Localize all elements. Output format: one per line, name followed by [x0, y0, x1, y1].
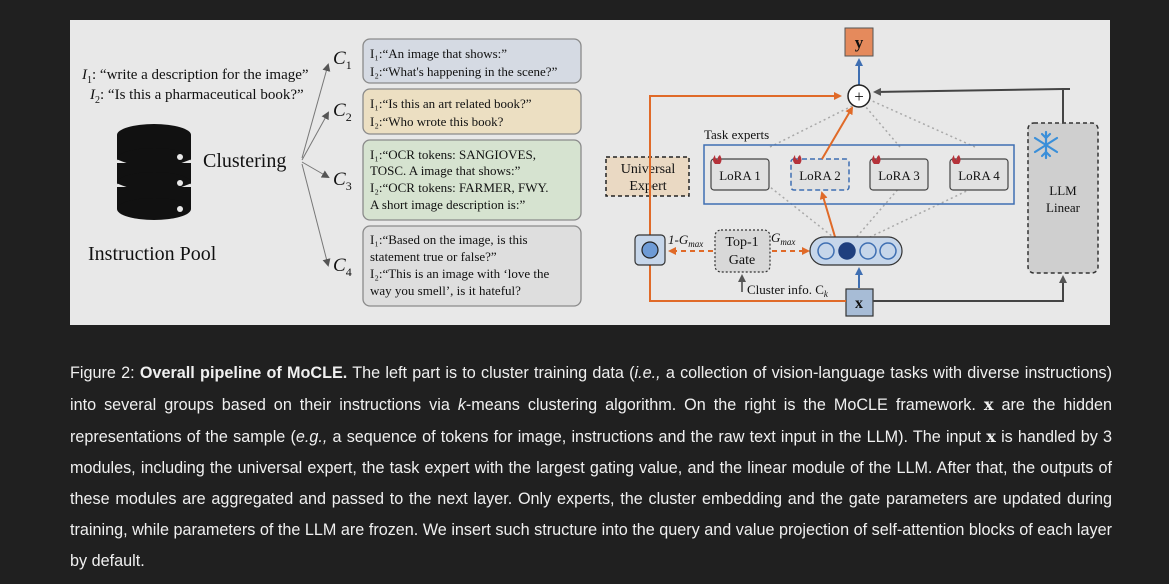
- svg-text:Expert: Expert: [629, 179, 666, 194]
- svg-text:y: y: [855, 33, 864, 52]
- svg-text:Universal: Universal: [621, 162, 676, 177]
- svg-text:A short image description is:”: A short image description is:”: [370, 197, 525, 212]
- cluster-label-c1: C1: [333, 48, 352, 72]
- task-experts-label: Task experts: [704, 127, 769, 142]
- llm-linear-box: LLM Linear: [1027, 122, 1099, 274]
- expert-selector: [809, 236, 903, 266]
- gmax-label: Gmax: [771, 230, 795, 247]
- lora-2-box: LoRA 2: [790, 158, 850, 191]
- svg-text:I₂:“Who wrote this book?: I₂:“Who wrote this book?: [370, 114, 504, 129]
- clustering-label: Clustering: [203, 150, 286, 172]
- universal-weight-node: [634, 234, 666, 266]
- llm-linear-line: [1062, 88, 1070, 123]
- cluster-box-c4: I₁:“Based on the image, is this statemen…: [362, 225, 582, 307]
- pipeline-diagram: I1: “write a description for the image” …: [81, 27, 1099, 317]
- cluster-box-c2: I₁:“Is this an art related book?” I₂:“Wh…: [362, 88, 582, 135]
- cluster-label-c3: C3: [333, 169, 352, 193]
- svg-text:I₁:“OCR tokens: SANGIOVES,: I₁:“OCR tokens: SANGIOVES,: [370, 147, 536, 162]
- svg-text:Top-1: Top-1: [725, 235, 758, 250]
- database-icon: [116, 124, 192, 220]
- input-x-box: x: [845, 288, 874, 317]
- svg-text:x: x: [855, 295, 863, 312]
- sum-node: +: [847, 84, 871, 108]
- cluster-info-label: Cluster info. Ck: [747, 282, 829, 299]
- svg-text:statement true or false?”: statement true or false?”: [370, 249, 497, 264]
- clustering-arrows: [301, 63, 331, 267]
- cluster-labels: C1 C2 C3 C4: [333, 48, 352, 279]
- instruction-pool-label: Instruction Pool: [88, 243, 217, 265]
- lora-4-box: LoRA 4: [949, 158, 1009, 191]
- cluster-label-c2: C2: [333, 100, 352, 124]
- universal-expert-box: Universal Expert: [605, 156, 690, 197]
- cluster-label-c4: C4: [333, 255, 352, 279]
- instruction-example-2: I2: “Is this a pharmaceutical book?”: [89, 87, 304, 106]
- svg-text:+: +: [854, 87, 864, 106]
- llm-linear-to-sum-arrow: [873, 87, 1064, 96]
- caption-title: Overall pipeline of MoCLE.: [139, 364, 348, 382]
- svg-text:TOSC. A image that shows:”: TOSC. A image that shows:”: [370, 163, 521, 178]
- one-minus-gmax-label: 1-Gmax: [668, 232, 703, 249]
- svg-text:LoRA 3: LoRA 3: [878, 168, 920, 183]
- expert-output-lines: [769, 99, 976, 148]
- svg-text:Gate: Gate: [729, 253, 755, 268]
- cluster-box-c1: I₁:“An image that shows:” I₂:“What's hap…: [362, 38, 582, 84]
- svg-text:I₁:“Is this an art related boo: I₁:“Is this an art related book?”: [370, 96, 532, 111]
- svg-text:I₁:“Based on the image, is thi: I₁:“Based on the image, is this: [370, 232, 528, 247]
- lora-3-box: LoRA 3: [869, 158, 929, 191]
- svg-text:way you smell’, is it hateful?: way you smell’, is it hateful?: [370, 283, 521, 298]
- svg-text:LoRA 1: LoRA 1: [719, 168, 761, 183]
- input-routing-lines: [649, 92, 950, 302]
- top1-gate-box: Top-1 Gate: [714, 229, 771, 273]
- svg-text:I₂:“What's happening in the sc: I₂:“What's happening in the scene?”: [370, 64, 558, 79]
- cluster-box-c3: I₁:“OCR tokens: SANGIOVES, TOSC. A image…: [362, 139, 582, 221]
- lora-1-box: LoRA 1: [710, 158, 770, 191]
- svg-text:I₂:“This is an image with ‘lov: I₂:“This is an image with ‘love the: [370, 266, 549, 281]
- svg-text:Linear: Linear: [1046, 200, 1081, 215]
- input-to-llm-arrow: [873, 275, 1067, 302]
- snowflake-icon: [1033, 130, 1059, 160]
- instruction-example-1: I1: “write a description for the image”: [81, 67, 309, 86]
- figure-caption: Figure 2: Overall pipeline of MoCLE. The…: [70, 364, 1112, 570]
- svg-text:LLM: LLM: [1049, 183, 1077, 198]
- svg-text:I₁:“An image that shows:”: I₁:“An image that shows:”: [370, 46, 507, 61]
- pipeline-figure: I1: “write a description for the image” …: [70, 20, 1110, 325]
- task-experts-container: [703, 144, 1015, 205]
- svg-text:LoRA 2: LoRA 2: [799, 168, 841, 183]
- svg-text:LoRA 4: LoRA 4: [958, 168, 1000, 183]
- figure-number: Figure 2:: [70, 364, 140, 382]
- svg-text:I₂:“OCR tokens: FARMER, FWY.: I₂:“OCR tokens: FARMER, FWY.: [370, 180, 548, 195]
- output-y-box: y: [844, 27, 874, 57]
